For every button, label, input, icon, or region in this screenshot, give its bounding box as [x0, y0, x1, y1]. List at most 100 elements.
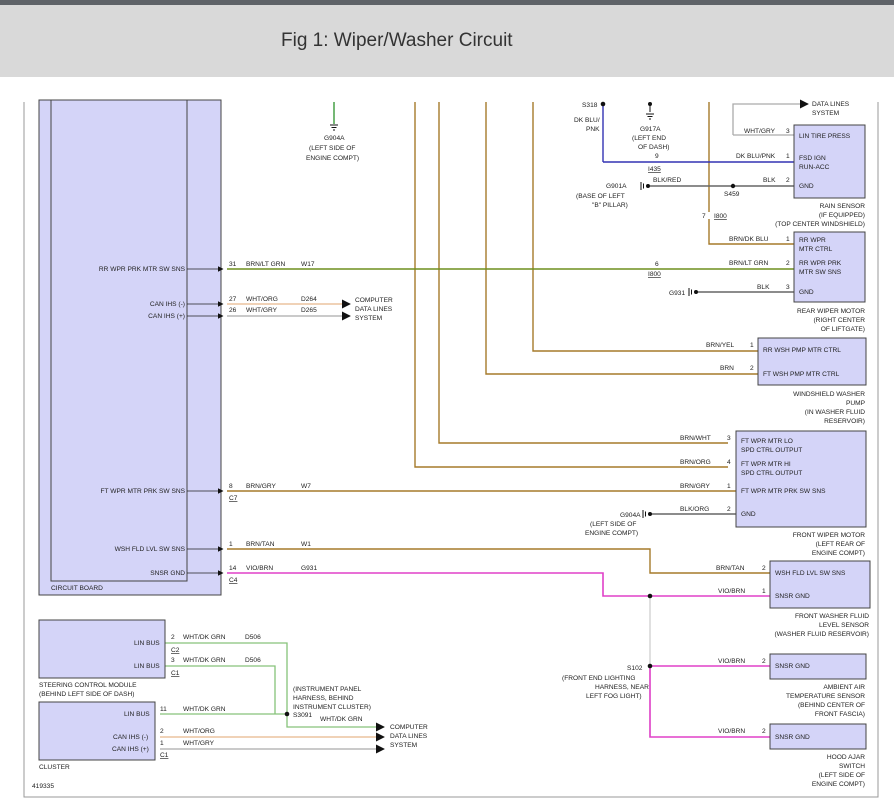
fw-ground-loc-1: (LEFT SIDE OF: [590, 521, 636, 528]
g917a-loc-2: OF DASH): [638, 144, 670, 151]
g904a-top-loc-2: ENGINE COMPT): [306, 155, 359, 162]
data-lines-system-2: SYSTEM: [812, 110, 839, 117]
cluster-pin-2-wire: WHT/ORG: [183, 728, 215, 735]
circuit-board-label: CIRCUIT BOARD: [51, 585, 103, 592]
fw-pin-2-name: GND: [741, 511, 756, 518]
pump-pin-1-name: RR WSH PMP MTR CTRL: [763, 347, 841, 354]
fw-ground-id: G904A: [620, 512, 641, 519]
s3091-id: S3091: [293, 712, 312, 719]
s102-loc-3: LEFT FOG LIGHT): [586, 693, 642, 700]
lvl-pin-2-wire: BRN/TAN: [716, 565, 745, 572]
cb-ft-wpr-name: FT WPR MTR PRK SW SNS: [101, 488, 186, 495]
s318-wire-1: DK BLU/: [574, 117, 600, 124]
front-wiper-module: [735, 430, 867, 528]
cluster-pin-2-num: 2: [160, 728, 164, 735]
rear-conn-pin: 6: [655, 261, 659, 268]
rear-pin-2-name2: MTR SW SNS: [799, 269, 842, 276]
cluster-pin-1-name: CAN IHS (+): [112, 746, 149, 753]
rear-pin-1-wire: BRN/DK BLU: [729, 236, 769, 243]
washer-level-pins: WSH FLD LVL SW SNS 2 BRN/TAN SNSR GND 1 …: [716, 565, 846, 600]
steer-pin-2-conn: C2: [171, 647, 180, 654]
hood-pin-wire: VIO/BRN: [718, 728, 745, 735]
s3091-dot: [284, 711, 290, 717]
lvl-label-2: LEVEL SENSOR: [819, 622, 869, 629]
cluster-pin-1-num: 1: [160, 740, 164, 747]
washer-pump-pins: RR WSH PMP MTR CTRL 1 BRN/YEL FT WSH PMP…: [706, 342, 841, 378]
s102-id: S102: [627, 665, 643, 672]
circuit-board-pins: RR WPR PRK MTR SW SNS 31 BRN/LT GRN W17 …: [99, 261, 393, 584]
rain-pin-1-name2: RUN-ACC: [799, 164, 830, 171]
pump-pin-2-wire: BRN: [720, 365, 734, 372]
cluster-computer-3: SYSTEM: [390, 742, 417, 749]
page-title: Fig 1: Wiper/Washer Circuit: [281, 30, 513, 51]
g901a-id: G901A: [606, 183, 627, 190]
cluster-pin-11-wire: WHT/DK GRN: [183, 706, 226, 713]
steer-pin-3-conn: C1: [171, 670, 180, 677]
rear-pin-2-name1: RR WPR PRK: [799, 260, 842, 267]
rain-pin-3-num: 3: [786, 128, 790, 135]
s3091-loc-3: INSTRUMENT CLUSTER): [293, 704, 371, 711]
fw-label-2: (LEFT REAR OF: [816, 541, 865, 548]
cb-can-plus-name: CAN IHS (+): [148, 313, 185, 320]
fw-label-1: FRONT WIPER MOTOR: [793, 532, 866, 539]
rear-pin-3-wire: BLK: [757, 284, 770, 291]
lvl-pin-1-wire: VIO/BRN: [718, 588, 745, 595]
cluster-pin-11-num: 11: [160, 706, 167, 713]
steer-pin-3-circuit: D506: [245, 657, 261, 664]
pump-pin-1-num: 1: [750, 342, 754, 349]
g917a-loc-1: (LEFT END: [632, 135, 666, 142]
cb-wsh-fld-circuit: W1: [301, 541, 311, 548]
cb-wsh-fld-name: WSH FLD LVL SW SNS: [115, 546, 186, 553]
rear-conn: I800: [648, 271, 661, 278]
steer-pin-2-num: 2: [171, 634, 175, 641]
circuit-board-inner: [50, 99, 188, 582]
splice-dot-596: [647, 593, 653, 599]
fw-pin-3-name2: SPD CTRL OUTPUT: [741, 447, 802, 454]
pump-label-1: WINDSHIELD WASHER: [793, 391, 865, 398]
top-bar: [0, 0, 894, 5]
cb-can-plus-circuit: D265: [301, 307, 317, 314]
rain-pin-2-num: 2: [786, 177, 790, 184]
rain-label-3: (TOP CENTER WINDSHIELD): [775, 221, 865, 228]
cb-can-minus-name: CAN IHS (-): [150, 301, 185, 308]
cb-wsh-fld-wire: BRN/TAN: [246, 541, 275, 548]
fw-pin-4-name1: FT WPR MTR HI: [741, 461, 791, 468]
s3091-out-wire: [286, 714, 385, 732]
cluster-pin-11-name: LIN BUS: [124, 711, 150, 718]
pump-label-4: RESERVOIR): [824, 418, 865, 425]
s459-dot: [730, 183, 736, 189]
pump-label-3: (IN WASHER FLUID: [805, 409, 865, 416]
ambient-pin-num: 2: [762, 658, 766, 665]
s102-splice-dot: [647, 663, 653, 669]
cb-snsr-gnd-wire: VIO/BRN: [246, 565, 273, 572]
fw-ground-icon: [642, 510, 652, 518]
cb-can-plus-pin: 26: [229, 307, 237, 314]
cb-ft-wpr-conn: C7: [229, 495, 238, 502]
fw-ground-loc-2: ENGINE COMPT): [585, 530, 638, 537]
wire-hood-snsr-gnd: [649, 666, 770, 738]
ambient-pin-name: SNSR GND: [775, 663, 810, 670]
lvl-pin-2-num: 2: [762, 565, 766, 572]
rain-conn: I435: [648, 166, 661, 173]
rear-wiper-pins: RR WPR MTR CTRL 1 BRN/DK BLU RR WPR PRK …: [648, 236, 842, 297]
fw-pin-4-wire: BRN/ORG: [680, 459, 711, 466]
s3091-wire: WHT/DK GRN: [320, 716, 363, 723]
cb-snsr-gnd-circuit: G931: [301, 565, 317, 572]
rear-pin-3-num: 3: [786, 284, 790, 291]
cluster-label: CLUSTER: [39, 764, 70, 771]
cb-ft-wpr-pin: 8: [229, 483, 233, 490]
hood-ajar-module: [769, 723, 867, 750]
cb-can-minus-circuit: D264: [301, 296, 317, 303]
rain-pin-1-name1: FSD IGN: [799, 155, 826, 162]
g917a-id: G917A: [640, 126, 661, 133]
cb-can-minus-wire: WHT/ORG: [246, 296, 278, 303]
lvl-pin-1-name: SNSR GND: [775, 593, 810, 600]
g901a-ground-icon: [640, 182, 650, 190]
s318-id: S318: [582, 102, 598, 109]
g901a-loc-1: (BASE OF LEFT: [576, 193, 625, 200]
pump-pin-2-num: 2: [750, 365, 754, 372]
fw-label-3: ENGINE COMPT): [812, 550, 865, 557]
ambient-label-4: FRONT FASCIA): [815, 711, 865, 718]
rain-label-1: RAIN SENSOR: [820, 203, 866, 210]
